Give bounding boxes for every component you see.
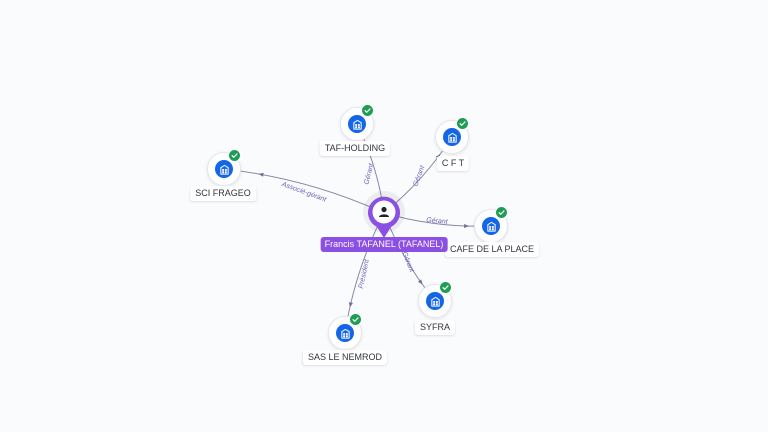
company-label[interactable]: SYFRA (414, 320, 456, 335)
edge-arrow-icon (417, 279, 423, 285)
company-node[interactable] (435, 117, 469, 154)
verified-check-icon (495, 206, 508, 219)
company-node[interactable] (207, 149, 241, 186)
verified-check-icon (349, 313, 362, 326)
company-label[interactable]: C F T (436, 156, 470, 171)
edge-arrow-icon (258, 172, 264, 177)
company-label[interactable]: TAF-HOLDING (319, 141, 391, 156)
company-label[interactable]: SCI FRAGEO (190, 186, 256, 201)
company-node[interactable] (340, 104, 374, 141)
relation-label: Gérant (412, 164, 426, 187)
company-icon (215, 160, 233, 178)
edge-arrow-icon (464, 223, 470, 228)
company-label[interactable]: CAFE DE LA PLACE (444, 242, 540, 257)
company-icon (482, 217, 500, 235)
verified-check-icon (439, 281, 452, 294)
relation-label: Président (358, 258, 371, 289)
verified-check-icon (361, 104, 374, 117)
company-node[interactable] (328, 313, 362, 350)
center-person-pin[interactable] (366, 194, 402, 240)
company-node[interactable] (418, 281, 452, 318)
company-icon (426, 292, 444, 310)
company-icon (336, 324, 354, 342)
verified-check-icon (456, 117, 469, 130)
relation-edge (223, 168, 385, 214)
center-person-label[interactable]: Francis TAFANEL (TAFANEL) (320, 237, 448, 252)
relation-label: Gérant (400, 251, 415, 274)
verified-check-icon (228, 149, 241, 162)
company-node[interactable] (474, 206, 508, 243)
relation-label: Gérant (363, 162, 375, 185)
edge-arrow-icon (349, 302, 353, 308)
company-label[interactable]: SAS LE NEMROD (302, 350, 388, 365)
relation-label: Gérant (426, 217, 449, 226)
person-icon (379, 206, 389, 217)
company-icon (443, 128, 461, 146)
company-icon (348, 115, 366, 133)
